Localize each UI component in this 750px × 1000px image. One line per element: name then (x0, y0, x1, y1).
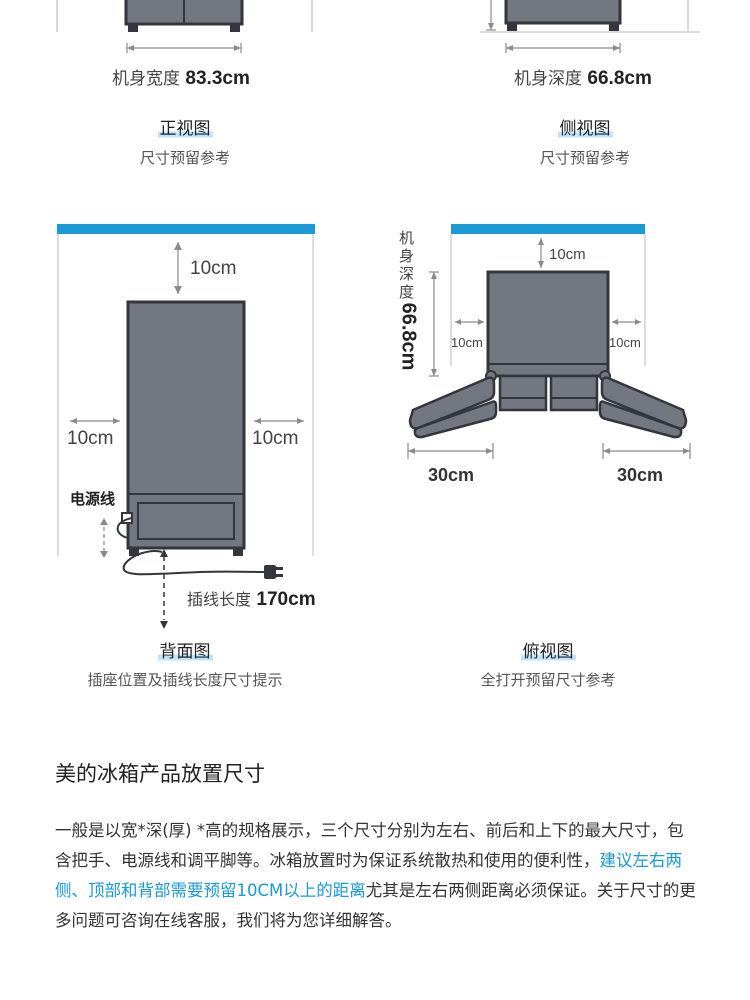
plug-icon (264, 565, 283, 579)
top-view-top-gap-label: 10cm (549, 246, 586, 263)
side-fridge-foot-left (507, 23, 517, 31)
top-view-left-gap-label: 10cm (451, 335, 483, 350)
back-fridge-foot-left (129, 548, 139, 556)
side-fridge-foot-right (609, 23, 619, 31)
top-view-depth-arrow (429, 271, 439, 377)
side-depth-label: 机身深度 66.8cm (514, 68, 652, 89)
front-width-dimension-line (126, 43, 242, 53)
top-view-subtitle: 全打开预留尺寸参考 (480, 671, 616, 689)
side-view-title: 侧视图 (557, 119, 613, 139)
back-top-gap-label: 10cm (190, 258, 237, 279)
section-description: 一般是以宽*深(厚) *高的规格展示，三个尺寸分别为左右、前后和上下的最大尺寸，… (55, 816, 700, 936)
top-view-right-gap-label: 10cm (609, 335, 641, 350)
top-view-fridge-body (486, 270, 610, 378)
description-highlight: 建议左右两侧、顶部和背部需要预留10CM以上的距离 (55, 851, 682, 900)
back-left-gap-arrow (70, 418, 120, 424)
side-fridge-body (504, 0, 622, 25)
top-view-left-gap-arrow (455, 319, 484, 325)
power-cord-height-arrow (100, 518, 108, 558)
front-view-title: 正视图 (157, 119, 213, 139)
front-width-label: 机身宽度 83.3cm (112, 68, 250, 89)
top-view-door-right-label: 30cm (617, 465, 664, 485)
side-view-subtitle: 尺寸预留参考 (539, 149, 630, 167)
back-fridge-foot-right (233, 548, 243, 556)
back-ceiling-bar (57, 224, 315, 234)
top-view-door-left (408, 376, 498, 439)
top-view-door-left-dimension (407, 443, 494, 459)
description-text-before: 一般是以宽*深(厚) *高的规格展示，三个尺寸分别为左右、前后和上下的最大尺寸，… (55, 821, 684, 870)
back-right-gap-label: 10cm (252, 428, 299, 449)
side-depth-dimension-line (505, 43, 621, 53)
top-view-drawer-right (549, 374, 599, 412)
top-view-wall-bar (451, 224, 645, 234)
back-view-subtitle: 插座位置及插线长度尺寸提示 (87, 671, 283, 689)
power-cord-line (116, 517, 133, 539)
front-view-subtitle: 尺寸预留参考 (139, 149, 230, 167)
back-view-title: 背面图 (157, 642, 213, 662)
top-view-depth-label: 机身深度 (399, 229, 415, 301)
top-view-title: 俯视图 (520, 642, 576, 662)
top-view-door-right (598, 376, 688, 439)
power-cord-label: 电源线 (70, 490, 116, 508)
front-fridge-foot-left (128, 24, 138, 32)
back-top-gap-arrow (174, 242, 182, 294)
back-fridge-panel (137, 502, 235, 540)
top-view-door-left-label: 30cm (428, 465, 475, 485)
top-view-depth-value: 66.8cm (397, 302, 420, 371)
top-view-top-gap-arrow (538, 238, 544, 268)
top-view-door-right-dimension (602, 443, 691, 459)
back-left-gap-label: 10cm (67, 428, 114, 449)
front-fridge-foot-right (230, 24, 240, 32)
section-title: 美的冰箱产品放置尺寸 (55, 762, 265, 786)
description-text-after: 尤其是左右两侧距离必须保证。关于尺寸的更多问题可咨询在线客服，我们将为您详细解答… (55, 881, 696, 930)
cord-length-arrow (160, 549, 168, 629)
top-view-drawer-left (498, 374, 548, 412)
back-right-gap-arrow (254, 418, 304, 424)
top-view-right-gap-arrow (612, 319, 641, 325)
plug-length-label: 插线长度 170cm (187, 589, 316, 610)
